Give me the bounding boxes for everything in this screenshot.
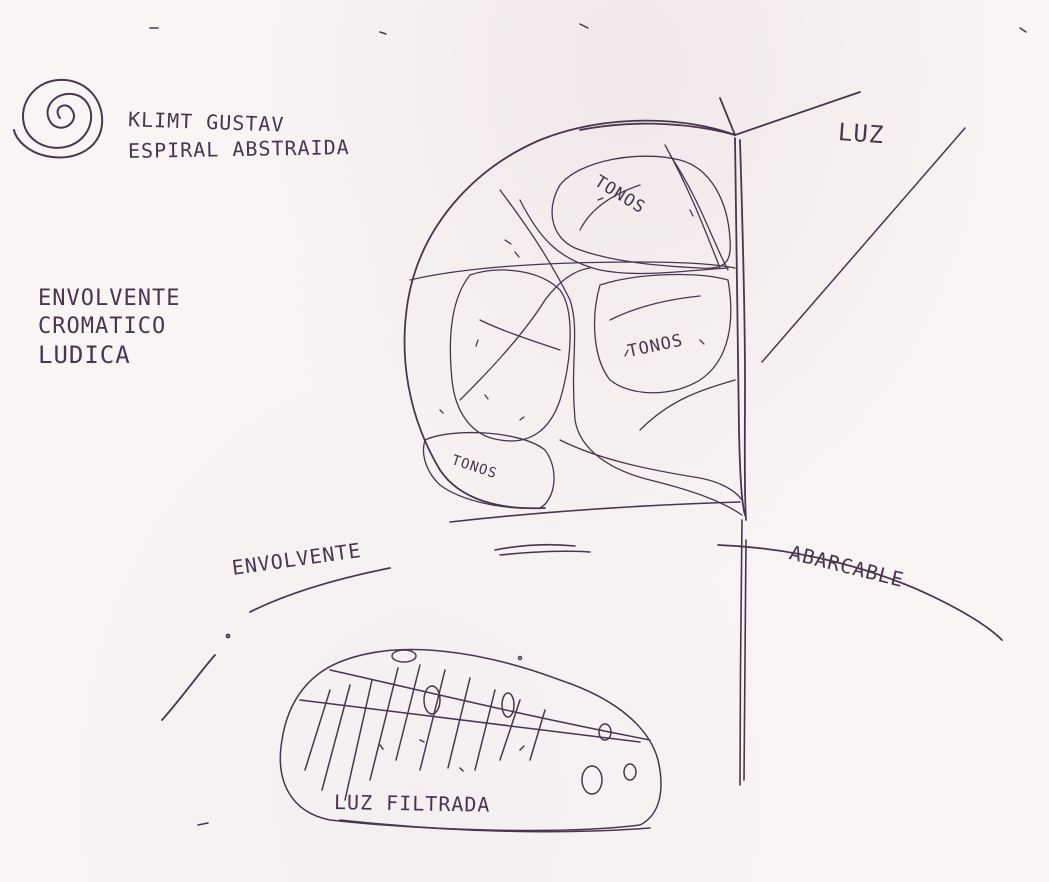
label-luz: LUZ [837,118,885,149]
note-line-cromatico: CROMATICO [38,313,180,341]
label-luz-filtrada: LUZ FILTRADA [334,790,491,817]
note-line-envolvente: ENVOLVENTE [38,285,180,313]
spiral-icon [14,80,102,158]
envolvente-arc [162,568,390,720]
left-notes: ENVOLVENTE CROMATICO LUDICA [38,285,180,369]
note-line-ludica: LUDICA [38,341,180,369]
vertical-axis-line [740,520,746,785]
top-left-notes: KLIMT GUSTAV ESPIRAL ABSTRAIDA [128,110,350,162]
light-ray-line [762,128,965,362]
note-line-espiral: ESPIRAL ABSTRAIDA [128,134,350,164]
horizon-lines [450,502,740,555]
